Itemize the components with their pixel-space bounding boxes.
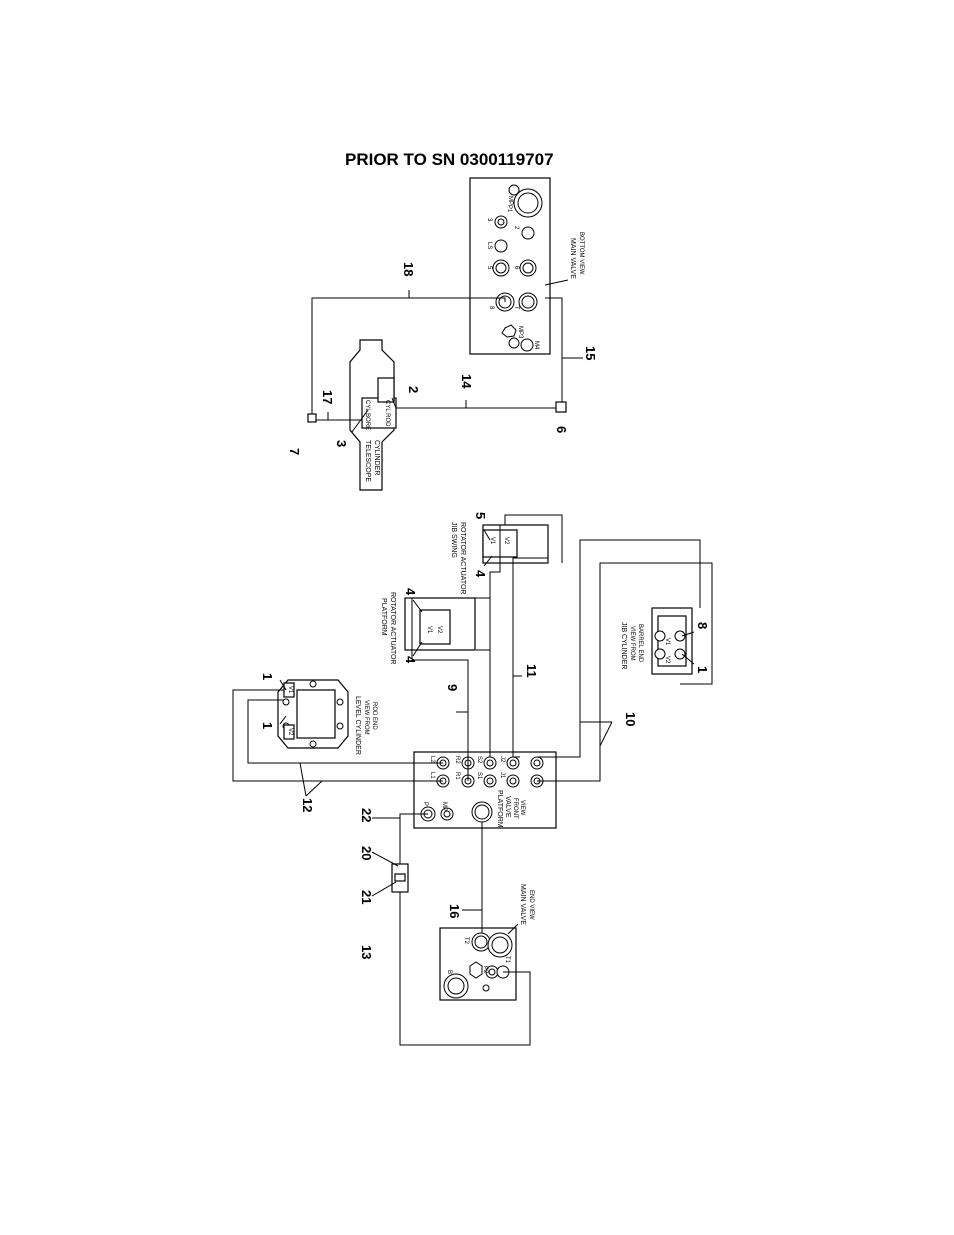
telescope-rod-label: CYL ROD: [384, 400, 390, 427]
pv-label3: FRONT: [512, 798, 518, 819]
pv-port-s1: S1: [476, 772, 482, 780]
hose-lines: [232, 297, 713, 1046]
pv-port-l1: L1: [429, 772, 435, 779]
telescope-cylinder: CYL BORE CYL ROD TELESCOPE CYLINDER: [349, 339, 397, 491]
jib-cylinder: V1 V2 JIB CYLINDER VIEW FROM BARREL END: [620, 607, 693, 675]
jib-swing-v2: V2: [503, 537, 509, 545]
main-valve-end-sublabel: END VIEW: [528, 890, 534, 920]
platform-rotator-label: PLATFORM: [380, 598, 387, 636]
diagram-title: PRIOR TO SN 0300119707: [345, 150, 554, 169]
telescope-label: TELESCOPE: [364, 440, 371, 482]
level-cyl-v1: V1: [287, 686, 293, 694]
port-label-6: 6: [513, 266, 519, 270]
jib-cyl-v1: V1: [664, 638, 670, 646]
callout-4a: 4: [403, 588, 418, 596]
pv-label1: PLATFORM: [496, 790, 503, 828]
callout-3: 3: [334, 440, 349, 447]
callout-15: 15: [583, 346, 598, 360]
pv-port-p: P: [422, 802, 428, 806]
platform-rotator-v2: V2: [436, 626, 442, 634]
port-label-t: T: [513, 306, 519, 310]
mve-port-t1: T1: [504, 956, 510, 964]
callout-12: 12: [300, 798, 315, 812]
port-label-ls: LS: [486, 242, 492, 249]
pv-port-mp: MP: [441, 802, 447, 811]
callout-4c: 4: [473, 570, 488, 578]
level-cylinder-sub2: ROD END: [371, 702, 377, 730]
pv-label2: VALVE: [504, 796, 511, 818]
main-valve-bottom-view: MP P1 2 LS 3 5 6 8 T MP3 M4 MAIN VALVE B…: [469, 177, 584, 355]
port-label-3: 3: [486, 218, 492, 222]
telescope-port-block: [361, 397, 397, 429]
callout-17: 17: [320, 390, 335, 404]
callout-7: 7: [287, 448, 302, 455]
callout-1b: 1: [260, 722, 275, 729]
mve-port-p2: P2: [482, 966, 488, 974]
level-cylinder-label: LEVEL CYLINDER: [354, 696, 361, 755]
callout-11: 11: [524, 664, 539, 678]
pv-port-j2: J2: [499, 756, 505, 763]
callout-22: 22: [359, 808, 374, 822]
pv-port-r1: R1: [454, 772, 460, 780]
jib-swing-label: JIB SWING: [450, 522, 457, 558]
callout-21: 21: [359, 890, 374, 904]
port-label-2: 2: [513, 226, 519, 230]
jib-cyl-v2: V2: [664, 656, 670, 664]
callout-8: 8: [695, 622, 710, 629]
leader-lines: [279, 290, 695, 911]
platform-rotator-actuator: V1 V2 PLATFORM ROTATOR ACTUATOR: [380, 592, 476, 664]
callout-16: 16: [447, 904, 462, 918]
callout-2: 2: [406, 386, 421, 393]
jib-cylinder-sub2: BARREL END: [637, 624, 643, 663]
callout-9: 9: [445, 684, 460, 691]
port-label-mp3: MP3: [517, 326, 523, 339]
port-label-mp: MP: [507, 196, 513, 205]
callout-1a: 1: [260, 673, 275, 680]
level-cylinder: V1 V2 LEVEL CYLINDER VIEW FROM ROD END: [277, 679, 377, 755]
callout-numbers: 18 17 14 15 2 3 7 6 5 4 4 4 1 1 9 11 10 …: [260, 262, 710, 959]
jib-swing-sublabel: ROTATOR ACTUATOR: [459, 522, 466, 594]
port-label-8: 8: [488, 306, 494, 310]
main-valve-end-view: T2 B P2 T1 MAIN VALVE END VIEW: [439, 884, 534, 1001]
callout-10: 10: [623, 712, 638, 726]
callout-5: 5: [473, 512, 488, 519]
platform-valve: P MP L1 L2 R1 R2 S1 S2 J1 J2 PLATFORM VA…: [413, 751, 557, 829]
pressure-fitting: [391, 858, 409, 893]
callout-13: 13: [359, 945, 374, 959]
platform-rotator-sublabel: ROTATOR ACTUATOR: [389, 592, 396, 664]
pv-port-r2: R2: [454, 756, 460, 764]
jib-cylinder-label: JIB CYLINDER: [620, 622, 627, 669]
telescope-sublabel: CYLINDER: [373, 440, 380, 475]
port-label-m4: M4: [533, 341, 539, 350]
pv-label4: VIEW: [519, 800, 525, 816]
mve-port-b: B: [446, 970, 452, 974]
mve-port-t2: T2: [463, 937, 469, 945]
level-cyl-v2: V2: [287, 728, 293, 736]
callout-6: 6: [554, 426, 569, 433]
jib-cylinder-sub1: VIEW FROM: [629, 626, 635, 661]
callout-20: 20: [359, 846, 374, 860]
callout-1c: 1: [695, 666, 710, 673]
telescope-bore-label: CYL BORE: [364, 400, 370, 430]
jib-swing-v1: V1: [489, 537, 495, 545]
port-label-5: 5: [486, 266, 492, 270]
callout-18: 18: [401, 262, 416, 276]
pv-port-l2: L2: [429, 756, 435, 763]
pv-port-j1: J1: [499, 772, 505, 779]
callout-14: 14: [459, 374, 474, 389]
level-cylinder-sub1: VIEW FROM: [363, 700, 369, 735]
port-label-p1: P1: [506, 205, 512, 213]
main-valve-bottom-label: MAIN VALVE: [569, 238, 576, 279]
pv-port-s2: S2: [476, 756, 482, 764]
main-valve-end-label: MAIN VALVE: [519, 884, 526, 925]
main-valve-bottom-sublabel: BOTTOM VIEW: [578, 232, 584, 275]
callout-4b: 4: [403, 656, 418, 664]
platform-rotator-v1: V1: [426, 626, 432, 634]
